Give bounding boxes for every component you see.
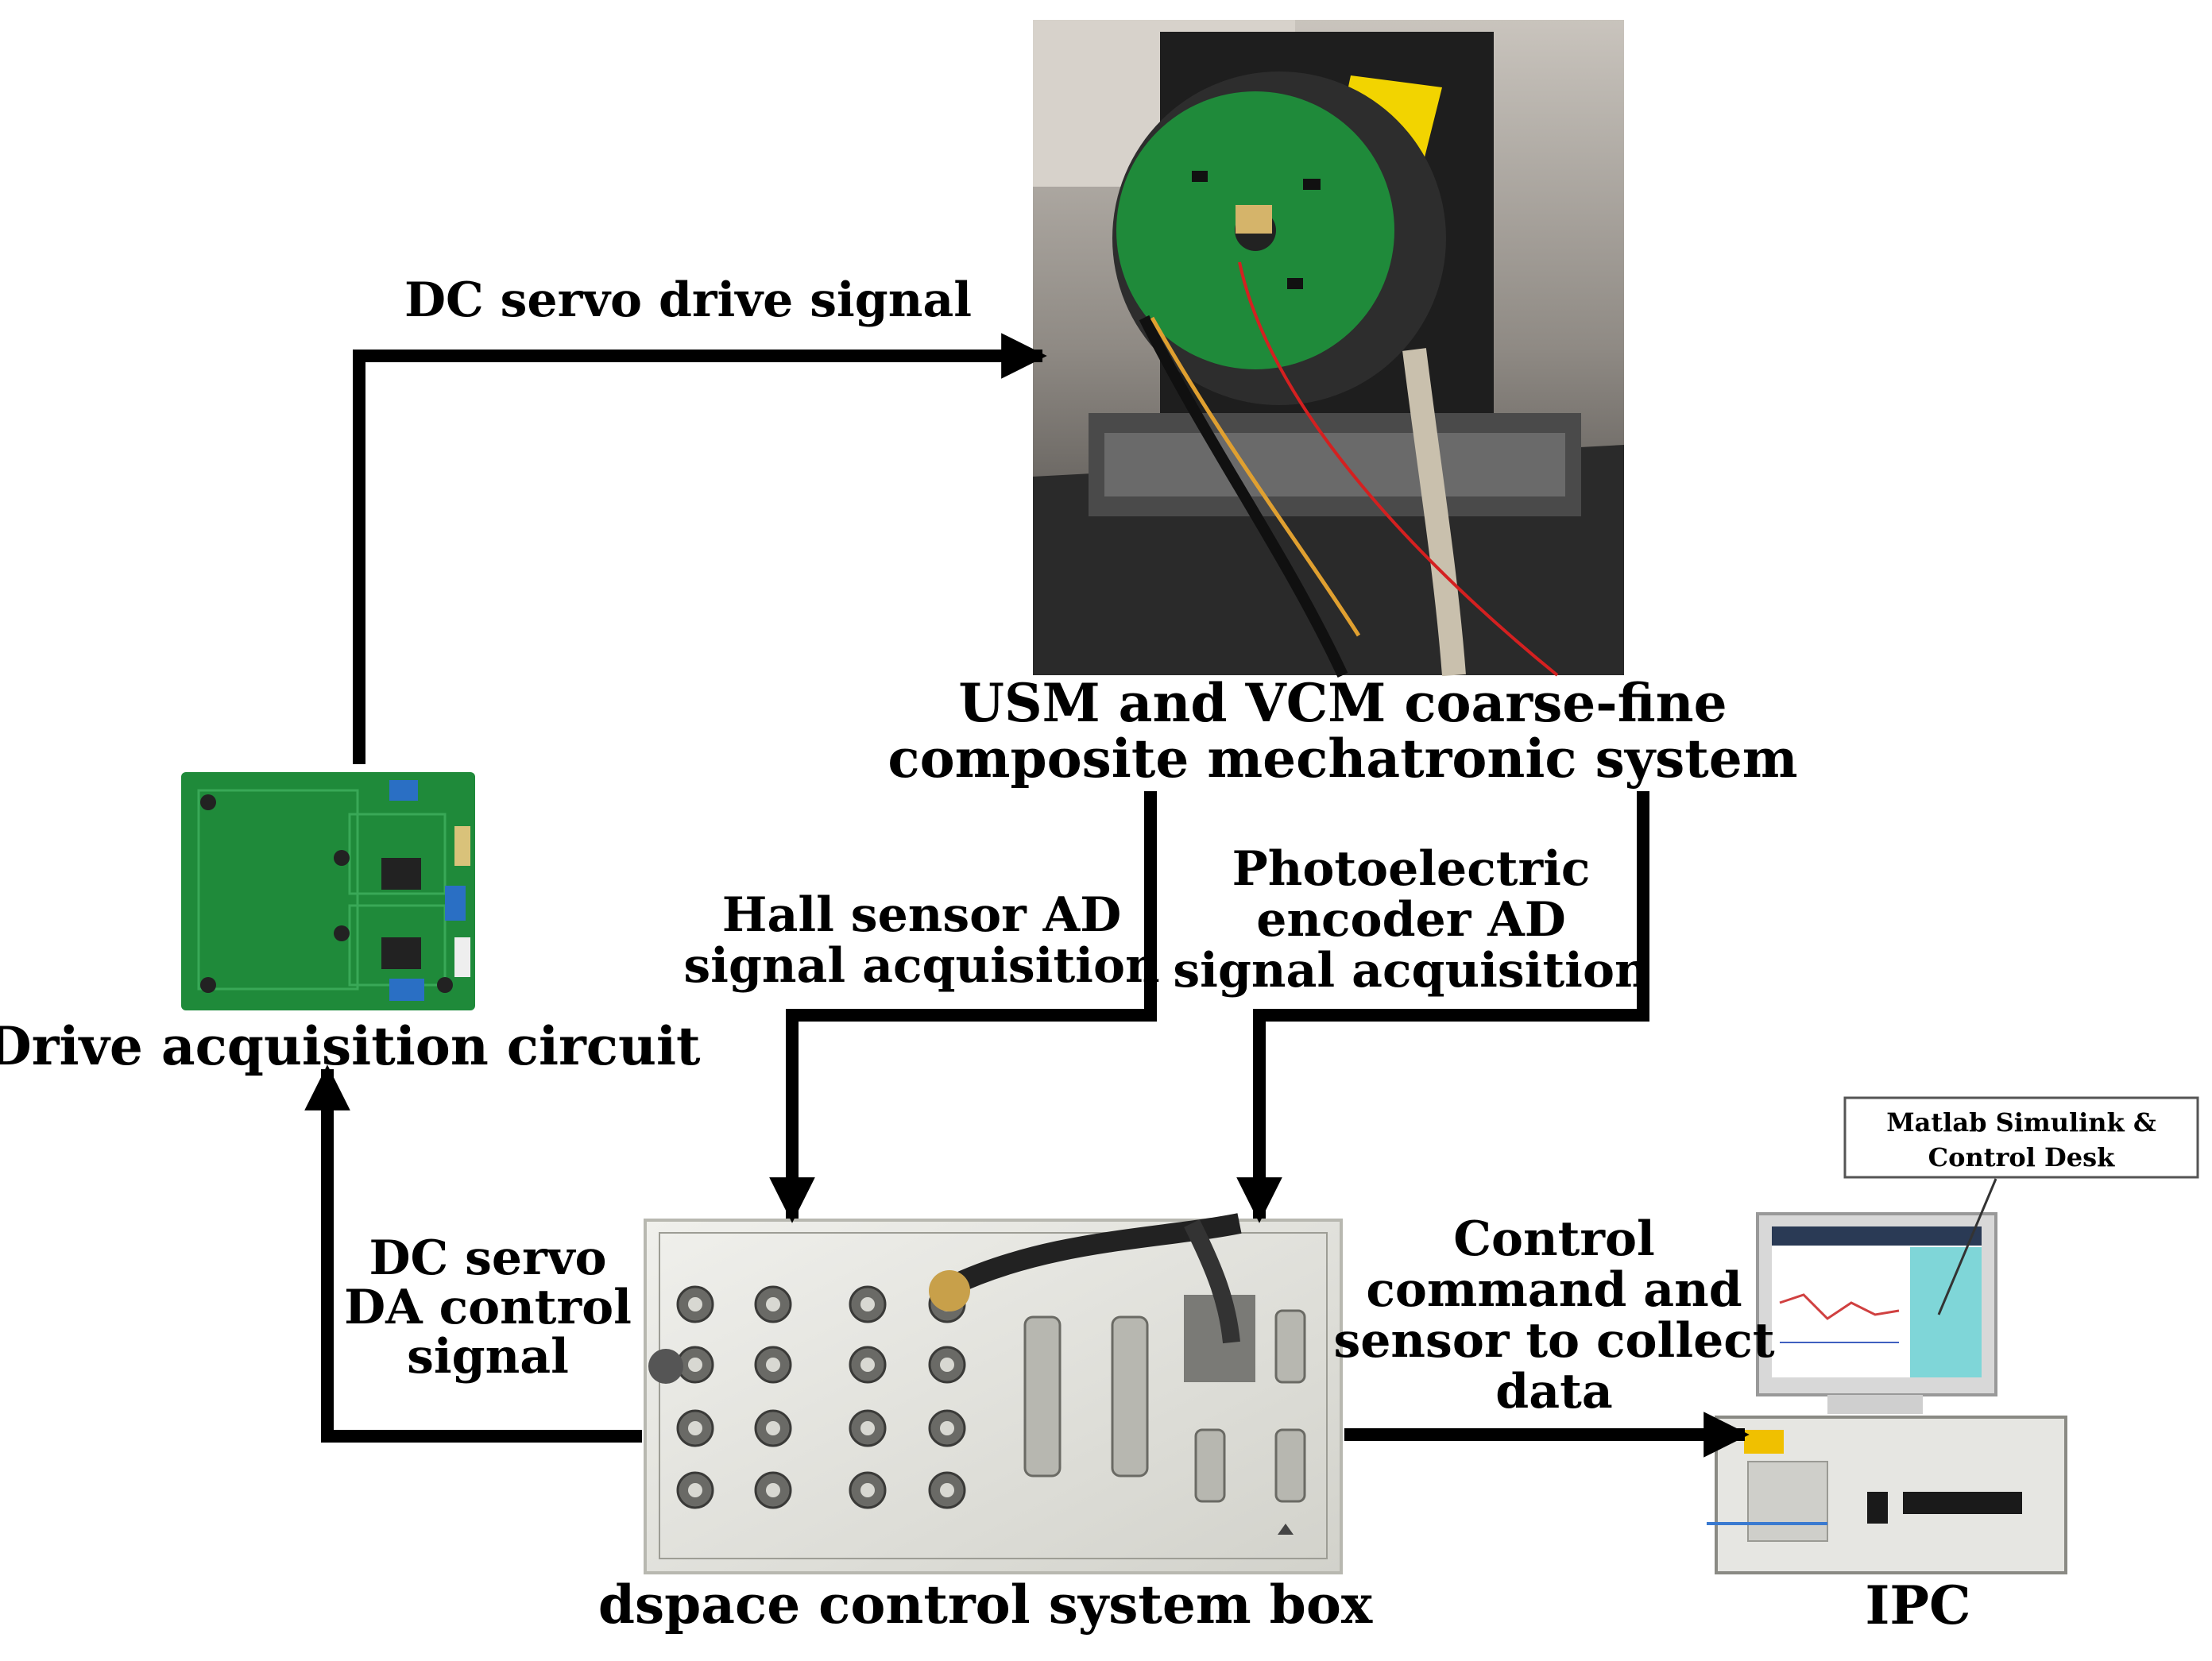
- bnc-connector-pin: [940, 1358, 954, 1372]
- arrow-hall-sensor: [769, 791, 1157, 1223]
- label-photo-line3: signal acquisition: [1173, 943, 1649, 999]
- label-hall-line2: signal acquisition: [683, 938, 1159, 994]
- label-cmd-line2: command and: [1366, 1262, 1742, 1318]
- bnc-connector-pin: [766, 1297, 780, 1311]
- bnc-connector-pin: [860, 1483, 875, 1497]
- drive-circuit-caption: Drive acquisition circuit: [0, 1015, 701, 1077]
- arrow-dc-servo-da: [304, 1064, 642, 1443]
- callout-line2: Control Desk: [1928, 1142, 2115, 1172]
- bnc-connector-pin: [688, 1297, 702, 1311]
- bnc-connector-pin: [766, 1358, 780, 1372]
- drive-circuit-photo: [181, 772, 475, 1010]
- bnc-connector-pin: [860, 1421, 875, 1435]
- label-photo-line2: encoder AD: [1256, 892, 1566, 948]
- mechatronic-caption-line2: composite mechatronic system: [888, 728, 1797, 790]
- label-cmd-line3: sensor to collect: [1333, 1313, 1774, 1369]
- label-photo-line1: Photoelectric: [1232, 841, 1591, 897]
- dspace-box-photo: [644, 1213, 1343, 1574]
- label-da-line2: DA control: [344, 1280, 632, 1335]
- bnc-connector-pin: [688, 1421, 702, 1435]
- bnc-connector-pin: [688, 1358, 702, 1372]
- bnc-connector-pin: [860, 1297, 875, 1311]
- mechatronic-caption-line1: USM and VCM coarse-fine: [958, 672, 1727, 734]
- ipc-photo: [1707, 1212, 2067, 1574]
- callout-line1: Matlab Simulink &: [1886, 1107, 2156, 1138]
- mechatronic-system-photo: [1033, 20, 1624, 678]
- software-callout-box: [1843, 1096, 2199, 1179]
- dspace-caption: dspace control system box: [598, 1574, 1373, 1636]
- arrow-photoelectric: [1236, 791, 1649, 1223]
- bnc-connector-pin: [860, 1358, 875, 1372]
- bnc-connector-pin: [766, 1483, 780, 1497]
- label-dc-servo-drive: DC servo drive signal: [404, 272, 972, 328]
- arrow-dc-servo-drive: [353, 333, 1047, 764]
- label-da-line3: signal: [407, 1329, 569, 1385]
- ipc-caption: IPC: [1865, 1574, 1970, 1636]
- bnc-connector-grid: [676, 1285, 966, 1509]
- bnc-connector-pin: [766, 1421, 780, 1435]
- bnc-connector-pin: [688, 1483, 702, 1497]
- bnc-connector-pin: [940, 1483, 954, 1497]
- label-cmd-line1: Control: [1453, 1211, 1655, 1267]
- label-hall-line1: Hall sensor AD: [722, 887, 1122, 943]
- bnc-connector-pin: [940, 1421, 954, 1435]
- label-cmd-line4: data: [1495, 1364, 1612, 1420]
- label-da-line1: DC servo: [369, 1230, 606, 1286]
- callout-pointer: [1937, 1178, 1997, 1315]
